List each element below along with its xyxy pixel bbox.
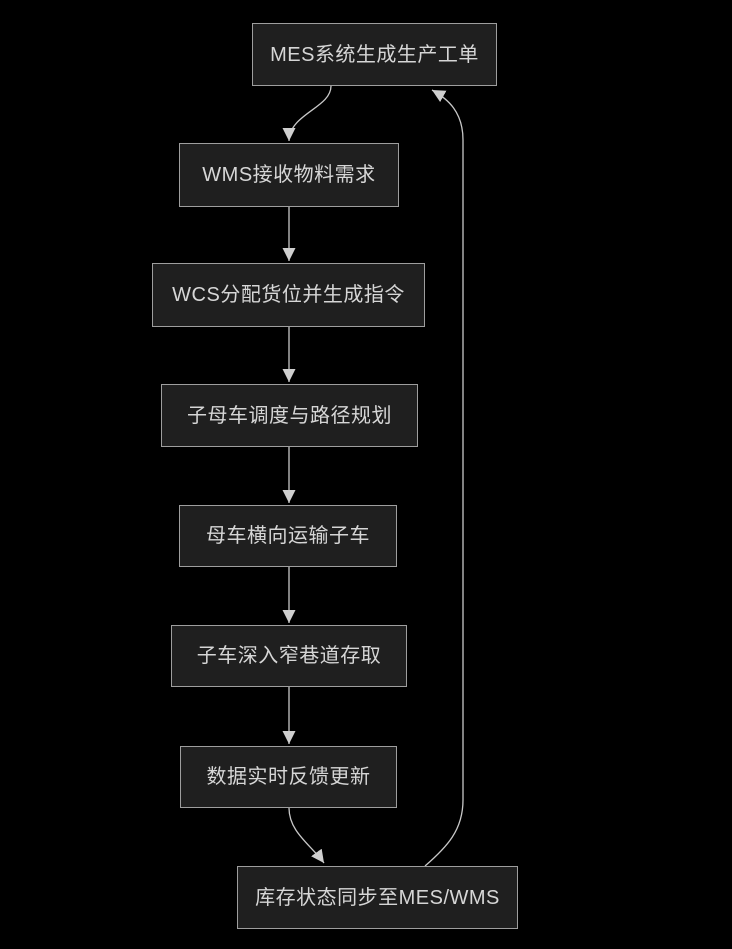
node-child-cart-aisle-access: 子车深入窄巷道存取: [171, 625, 407, 687]
node-label: 子母车调度与路径规划: [187, 404, 392, 427]
node-label: 子车深入窄巷道存取: [196, 645, 382, 667]
node-inventory-sync: 库存状态同步至MES/WMS: [237, 866, 518, 929]
node-wms-material-demand: WMS接收物料需求: [179, 143, 399, 207]
node-label: MES系统生成生产工单: [270, 43, 479, 66]
node-mes-production-order: MES系统生成生产工单: [252, 23, 497, 86]
node-label: WCS分配货位并生成指令: [172, 284, 405, 306]
edge-feedback-to-inventory: [288, 807, 325, 864]
node-realtime-data-feedback: 数据实时反馈更新: [180, 746, 397, 808]
node-label: 数据实时反馈更新: [206, 766, 371, 788]
edge-inventory-to-mes-loop: [424, 89, 464, 867]
node-label: 库存状态同步至MES/WMS: [255, 886, 500, 909]
node-shuttle-scheduling-path-planning: 子母车调度与路径规划: [161, 384, 418, 447]
node-mother-cart-transport: 母车横向运输子车: [179, 505, 397, 567]
node-label: 母车横向运输子车: [206, 525, 370, 547]
node-wcs-slot-allocation: WCS分配货位并生成指令: [152, 263, 425, 327]
edge-mes-to-wms: [282, 85, 332, 142]
node-label: WMS接收物料需求: [202, 164, 376, 186]
